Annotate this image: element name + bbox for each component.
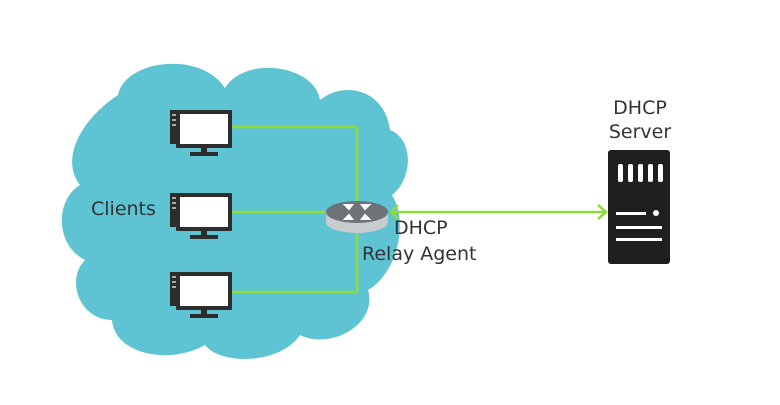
relay-router-icon [326,201,388,233]
client-computer-3 [170,272,232,318]
dhcp-server-icon [608,150,670,264]
server-label-line2: Server [608,121,672,143]
clients-label: Clients [91,198,156,220]
watermark-url: FARAASAT.COM [632,358,700,367]
arrowhead-relay [389,204,399,220]
client-computer-1 [170,110,232,156]
relay-agent-label-line1: DHCP [394,217,448,239]
watermark-brand: فراست [630,332,704,356]
relay-agent-label-line2: Relay Agent [362,243,477,265]
watermark-shield-logo [689,328,729,374]
server-label-line1: DHCP [613,97,667,119]
arrowhead-server [597,204,608,220]
client-computer-2 [170,193,232,239]
